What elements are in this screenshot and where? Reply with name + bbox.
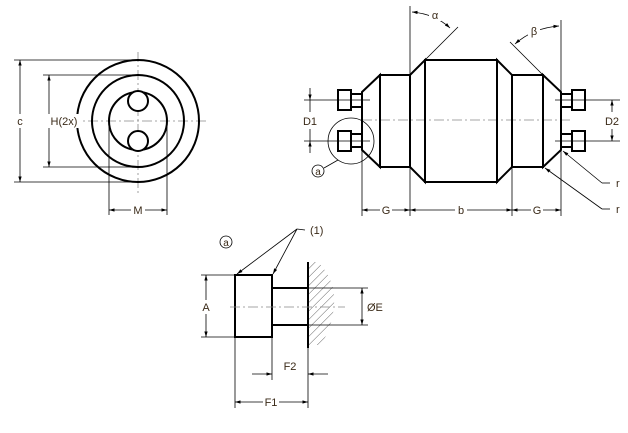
label-g-left: G	[382, 205, 391, 217]
label-g-right: G	[533, 205, 542, 217]
nut-head	[234, 274, 273, 338]
right-taper	[496, 57, 513, 185]
detail-marker-circle	[311, 164, 325, 178]
label-detail-ref: a	[315, 167, 321, 178]
label-a: A	[202, 302, 210, 314]
left-taper	[409, 57, 426, 185]
label-e: ØE	[367, 302, 383, 314]
label-f1: F1	[265, 397, 278, 409]
label-d1: D1	[303, 116, 317, 128]
detail-view: a (1) A ØE F2 F1	[200, 225, 383, 409]
hatched-wall	[308, 262, 335, 345]
label-c: c	[17, 116, 23, 128]
main-body	[424, 59, 498, 183]
label-note-1: (1)	[310, 225, 323, 237]
right-cylinder	[511, 74, 544, 168]
label-r-2: r	[616, 204, 620, 216]
left-cylinder	[379, 74, 411, 168]
label-b: b	[458, 205, 464, 217]
stud-hole-top	[127, 90, 149, 112]
label-m: M	[133, 205, 142, 217]
label-beta: β	[531, 26, 537, 38]
detail-view-marker	[219, 235, 233, 249]
label-d2: D2	[605, 116, 619, 128]
beta-line	[509, 41, 544, 76]
label-f2: F2	[284, 361, 297, 373]
label-r-1: r	[616, 178, 620, 190]
right-cone	[542, 72, 562, 170]
left-cone	[361, 72, 381, 170]
side-view: D1 D2 a α β G b G	[303, 6, 620, 217]
label-detail-view-ref: a	[223, 238, 229, 249]
front-view: c H(2x) M	[14, 52, 207, 217]
detail-circle	[327, 117, 375, 165]
label-h: H(2x)	[51, 116, 78, 128]
label-alpha: α	[432, 10, 439, 22]
alpha-line	[424, 26, 459, 61]
stud-hole-bottom	[127, 130, 149, 152]
